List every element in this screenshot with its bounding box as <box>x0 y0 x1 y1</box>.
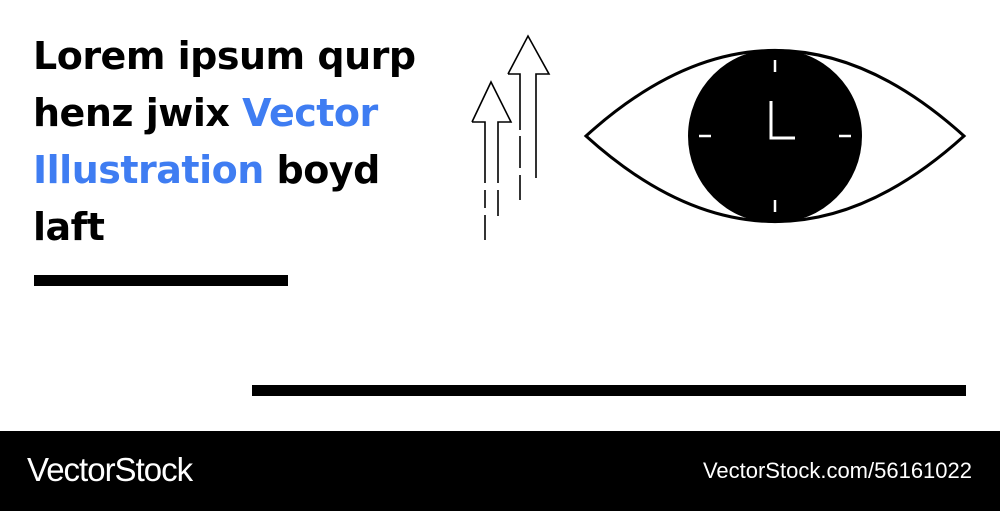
headline-text: Lorem ipsum qurp henz jwix <box>33 34 416 135</box>
illustration <box>471 34 967 240</box>
divider-long <box>252 385 966 396</box>
brand-logo: VectorStock <box>27 451 193 488</box>
watermark-footer: VectorStock VectorStock.com/56161022 <box>0 431 1000 511</box>
image-id: VectorStock.com/56161022 <box>702 458 972 483</box>
up-arrows-icon <box>471 34 551 240</box>
headline: Lorem ipsum qurp henz jwix Vector Illust… <box>33 28 453 256</box>
eye-icon <box>583 49 967 223</box>
headline-accent: Vector Illustration <box>33 91 378 192</box>
divider-short <box>34 275 288 286</box>
headline-text-end: boyd laft <box>33 148 380 249</box>
clock-icon <box>688 49 862 223</box>
